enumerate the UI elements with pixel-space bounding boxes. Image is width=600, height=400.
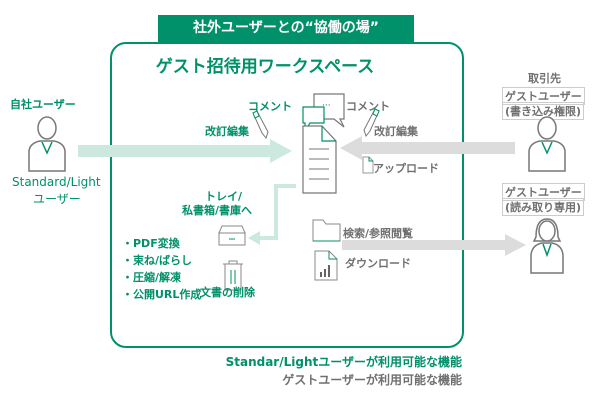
feature-item: ・束ね/ばらし — [122, 254, 193, 267]
comment-guest-label: コメント — [346, 100, 390, 113]
guest-writer-label: ゲストユーザー — [502, 87, 585, 105]
feature-item: ・公開URL作成 — [122, 288, 202, 301]
upload-file-icon — [362, 156, 374, 174]
collaboration-banner: 社外ユーザーとの“協働の場” — [158, 15, 414, 42]
internal-user-type: Standard/Light — [12, 175, 101, 189]
comment-internal-label: コメント — [248, 100, 292, 113]
tray-arrow — [258, 184, 296, 240]
guest-writer-icon — [528, 116, 566, 172]
edit-internal-label: 改訂編集 — [205, 125, 249, 138]
internal-user-label: 自社ユーザー — [10, 98, 76, 111]
search-label: 検索/参照閲覧 — [343, 227, 414, 240]
document-icon — [302, 125, 337, 194]
trash-icon — [223, 260, 243, 291]
pencil-icon-internal — [252, 110, 269, 140]
internal-user-icon — [28, 116, 66, 172]
partner-label: 取引先 — [528, 72, 561, 85]
edit-guest-label: 改訂編集 — [374, 125, 418, 138]
download-file-icon — [314, 250, 338, 281]
pencil-icon-guest — [363, 108, 380, 138]
guest-reader-perm: (読み取り専用) — [502, 198, 585, 216]
delete-label: 文書の削除 — [200, 286, 255, 299]
upload-label: アップロード — [373, 162, 439, 175]
download-label: ダウンロード — [345, 257, 411, 270]
folder-icon — [312, 219, 341, 242]
tray-icon — [218, 225, 246, 246]
legend-standard: Standar/Lightユーザーが利用可能な機能 — [225, 355, 462, 369]
tray-label-2: 私書箱/書庫へ — [182, 204, 253, 217]
workspace-frame — [110, 42, 464, 348]
internal-edit-arrow — [78, 139, 292, 163]
feature-item: ・PDF変換 — [122, 237, 180, 250]
svg-text:···: ··· — [322, 101, 331, 111]
workspace-title: ゲスト招待用ワークスペース — [155, 57, 375, 77]
internal-user-type-2: ユーザー — [33, 192, 81, 206]
guest-edit-arrow — [340, 136, 515, 160]
guest-view-arrow — [342, 234, 526, 256]
legend-guest: ゲストユーザーが利用可能な機能 — [282, 373, 462, 387]
feature-item: ・圧縮/解凍 — [122, 271, 182, 284]
guest-reader-label: ゲストユーザー — [502, 183, 585, 201]
guest-reader-icon — [530, 218, 564, 274]
tray-label: トレイ/ — [205, 190, 243, 203]
